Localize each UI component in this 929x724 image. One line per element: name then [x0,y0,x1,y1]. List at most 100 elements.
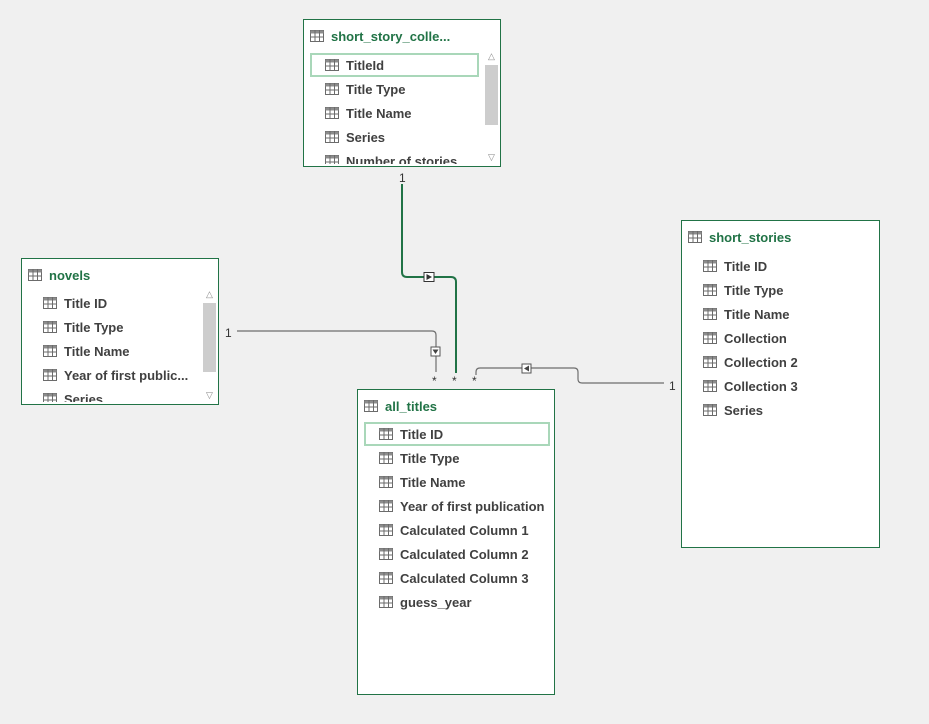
column-grid-icon [703,332,717,344]
relationship-line-novels[interactable] [237,330,437,372]
field-name: Title Type [346,81,406,97]
scroll-down-arrow-icon[interactable]: ▽ [488,152,495,162]
cardinality-many-short-stories: * [472,374,477,388]
filter-direction-arrow-down-icon [430,346,441,357]
scrollbar-thumb[interactable] [203,303,216,372]
table-short-stories[interactable]: short_stories Title ID Title Type Title … [681,220,880,548]
table-grid-icon [364,400,378,412]
field-list: Title ID Title Type Title Name Year of f… [364,422,550,622]
table-grid-icon [688,231,702,243]
column-grid-icon [703,308,717,320]
field-name: Year of first public... [64,367,189,383]
column-grid-icon [379,500,393,512]
field-name: TitleId [346,57,385,73]
field-name: Title Type [400,450,460,466]
column-grid-icon [703,260,717,272]
column-grid-icon [703,404,717,416]
vertical-scrollbar[interactable]: △ ▽ [484,49,499,164]
field-name: Title Name [724,306,790,322]
column-grid-icon [325,83,339,95]
column-grid-icon [379,524,393,536]
field-name: Title ID [724,258,768,274]
field-item[interactable]: Calculated Column 2 [364,542,550,566]
table-grid-icon [310,30,324,42]
field-item[interactable]: Title Type [28,315,197,339]
field-item[interactable]: Title Name [688,302,873,326]
column-grid-icon [379,428,393,440]
column-grid-icon [43,369,57,381]
cardinality-one-collections: 1 [399,171,406,185]
scrollbar-thumb[interactable] [485,65,498,125]
table-header[interactable]: short_story_colle... [310,26,494,46]
scroll-down-arrow-icon[interactable]: ▽ [206,390,213,400]
column-grid-icon [43,345,57,357]
table-header[interactable]: novels [28,265,212,285]
field-item[interactable]: Collection 3 [688,374,873,398]
column-grid-icon [325,131,339,143]
column-grid-icon [379,452,393,464]
field-name: guess_year [400,594,472,610]
column-grid-icon [379,476,393,488]
filter-direction-arrow-right-icon [423,272,435,282]
field-item[interactable]: Year of first publication [364,494,550,518]
field-item[interactable]: guess_year [364,590,550,614]
vertical-scrollbar[interactable]: △ ▽ [202,287,217,402]
cardinality-many-novels: * [432,374,437,388]
column-grid-icon [43,321,57,333]
column-grid-icon [703,356,717,368]
field-list: Title ID Title Type Title Name Year of f… [28,291,197,402]
field-item[interactable]: Title Name [364,470,550,494]
field-item[interactable]: Series [310,125,479,149]
field-item[interactable]: Collection [688,326,873,350]
field-item[interactable]: Year of first public... [28,363,197,387]
table-novels[interactable]: novels Title ID Title Type Title Name Ye… [21,258,219,405]
field-item[interactable]: Title Name [28,339,197,363]
column-grid-icon [43,393,57,402]
field-item[interactable]: Title Type [364,446,550,470]
table-all-titles[interactable]: all_titles Title ID Title Type Title Nam… [357,389,555,695]
field-item[interactable]: Title ID [688,254,873,278]
column-grid-icon [379,572,393,584]
field-item[interactable]: Calculated Column 1 [364,518,550,542]
field-item[interactable]: Collection 2 [688,350,873,374]
field-item[interactable]: Title Name [310,101,479,125]
field-item[interactable]: Number of stories [310,149,479,164]
field-name: Series [346,129,386,145]
field-name: Number of stories [346,153,458,165]
column-grid-icon [325,107,339,119]
field-item[interactable]: Series [688,398,873,422]
field-item[interactable]: Title ID [28,291,197,315]
filter-direction-arrow-left-icon [521,363,532,374]
table-short-story-collections[interactable]: short_story_colle... TitleId Title Type … [303,19,501,167]
column-grid-icon [703,380,717,392]
field-list: TitleId Title Type Title Name Series Num… [310,53,479,164]
field-name: Title Name [400,474,466,490]
field-item[interactable]: Calculated Column 3 [364,566,550,590]
field-item[interactable]: Title ID [364,422,550,446]
field-name: Title Name [64,343,130,359]
field-name: Title ID [400,426,444,442]
table-header[interactable]: all_titles [364,396,548,416]
cardinality-one-short-stories: 1 [669,379,676,393]
table-title: short_story_colle... [331,28,451,44]
column-grid-icon [379,596,393,608]
column-grid-icon [43,297,57,309]
cardinality-one-novels: 1 [225,326,232,340]
field-item[interactable]: Title Type [688,278,873,302]
field-name: Calculated Column 3 [400,570,529,586]
field-name: Title Type [724,282,784,298]
relationship-line-short-stories[interactable] [475,367,664,384]
field-name: Series [724,402,764,418]
scroll-up-arrow-icon[interactable]: △ [206,289,213,299]
field-name: Collection 3 [724,378,798,394]
table-header[interactable]: short_stories [688,227,873,247]
table-title: all_titles [385,398,438,414]
scroll-up-arrow-icon[interactable]: △ [488,51,495,61]
field-list: Title ID Title Type Title Name Collectio… [688,254,873,434]
column-grid-icon [325,59,339,71]
field-item[interactable]: Title Type [310,77,479,101]
field-item[interactable]: TitleId [310,53,479,77]
field-name: Title ID [64,295,108,311]
field-item[interactable]: Series [28,387,197,402]
column-grid-icon [325,155,339,164]
